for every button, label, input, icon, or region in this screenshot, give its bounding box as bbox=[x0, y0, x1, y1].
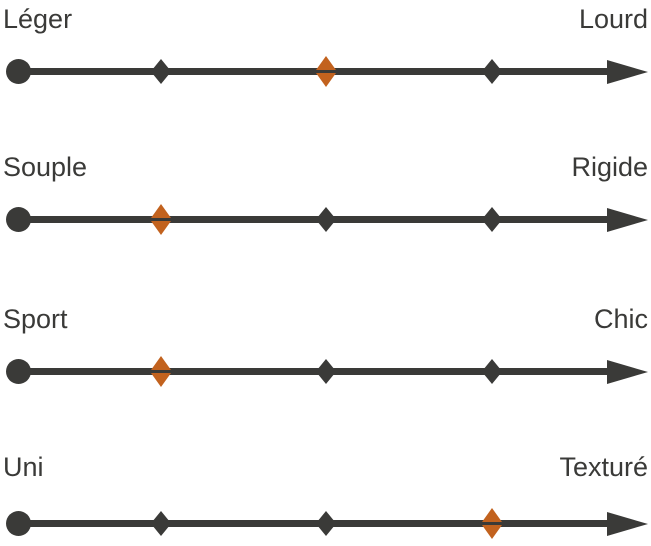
diamond-lower-icon bbox=[317, 373, 335, 384]
scale-labels-weight: Léger Lourd bbox=[0, 2, 651, 36]
scale-marker-style-1-selected[interactable] bbox=[151, 356, 171, 387]
scale-axis-texture[interactable] bbox=[0, 504, 651, 544]
diamond-lower-icon bbox=[152, 525, 170, 536]
diamond-upper-icon bbox=[483, 59, 501, 70]
axis-line bbox=[18, 68, 610, 75]
axis-arrow-icon bbox=[607, 60, 648, 84]
diamond-lower-icon bbox=[483, 73, 501, 84]
scale-left-label-style: Sport bbox=[3, 304, 68, 334]
scale-right-label-stiffness: Rigide bbox=[571, 152, 648, 182]
diamond-upper-icon bbox=[483, 207, 501, 218]
diamond-upper-icon bbox=[317, 207, 335, 218]
diamond-upper-icon bbox=[482, 508, 502, 522]
axis-line bbox=[18, 216, 610, 223]
diamond-lower-icon bbox=[151, 373, 171, 387]
scale-marker-stiffness-2[interactable] bbox=[317, 207, 335, 232]
diamond-lower-icon bbox=[483, 221, 501, 232]
diamond-lower-icon bbox=[482, 525, 502, 539]
scale-marker-style-2[interactable] bbox=[317, 359, 335, 384]
scale-right-label-weight: Lourd bbox=[578, 4, 648, 34]
axis-line bbox=[18, 520, 610, 527]
scale-axis-weight[interactable] bbox=[0, 52, 651, 92]
diamond-lower-icon bbox=[152, 73, 170, 84]
diamond-lower-icon bbox=[316, 73, 336, 87]
diamond-lower-icon bbox=[317, 221, 335, 232]
scale-marker-texture-1[interactable] bbox=[152, 511, 170, 536]
scale-left-label-stiffness: Souple bbox=[3, 152, 88, 182]
scale-marker-weight-3[interactable] bbox=[483, 59, 501, 84]
scale-marker-weight-2-selected[interactable] bbox=[316, 56, 336, 87]
scale-left-label-texture: Uni bbox=[3, 452, 44, 482]
scale-labels-style: Sport Chic bbox=[0, 302, 651, 336]
diamond-upper-icon bbox=[317, 511, 335, 522]
scale-left-label-weight: Léger bbox=[3, 4, 73, 34]
diamond-lower-icon bbox=[151, 221, 171, 235]
scale-marker-texture-3-selected[interactable] bbox=[482, 508, 502, 539]
axis-arrow-icon bbox=[607, 360, 648, 384]
diamond-upper-icon bbox=[152, 59, 170, 70]
scale-labels-stiffness: Souple Rigide bbox=[0, 150, 651, 184]
scale-marker-stiffness-1-selected[interactable] bbox=[151, 204, 171, 235]
scale-marker-style-3[interactable] bbox=[483, 359, 501, 384]
axis-line bbox=[18, 368, 610, 375]
scale-marker-weight-1[interactable] bbox=[152, 59, 170, 84]
axis-arrow-icon bbox=[607, 208, 648, 232]
diamond-upper-icon bbox=[151, 204, 171, 218]
axis-arrow-icon bbox=[607, 512, 648, 536]
scale-labels-texture: Uni Texturé bbox=[0, 450, 651, 484]
diamond-lower-icon bbox=[317, 525, 335, 536]
diamond-lower-icon bbox=[483, 373, 501, 384]
diamond-upper-icon bbox=[152, 511, 170, 522]
diamond-upper-icon bbox=[151, 356, 171, 370]
diamond-upper-icon bbox=[317, 359, 335, 370]
diamond-upper-icon bbox=[316, 56, 336, 70]
scale-right-label-style: Chic bbox=[593, 304, 648, 334]
diamond-upper-icon bbox=[483, 359, 501, 370]
scale-right-label-texture: Texturé bbox=[559, 452, 648, 482]
scale-marker-stiffness-3[interactable] bbox=[483, 207, 501, 232]
scale-axis-style[interactable] bbox=[0, 352, 651, 392]
scale-axis-stiffness[interactable] bbox=[0, 200, 651, 240]
scale-marker-texture-2[interactable] bbox=[317, 511, 335, 536]
